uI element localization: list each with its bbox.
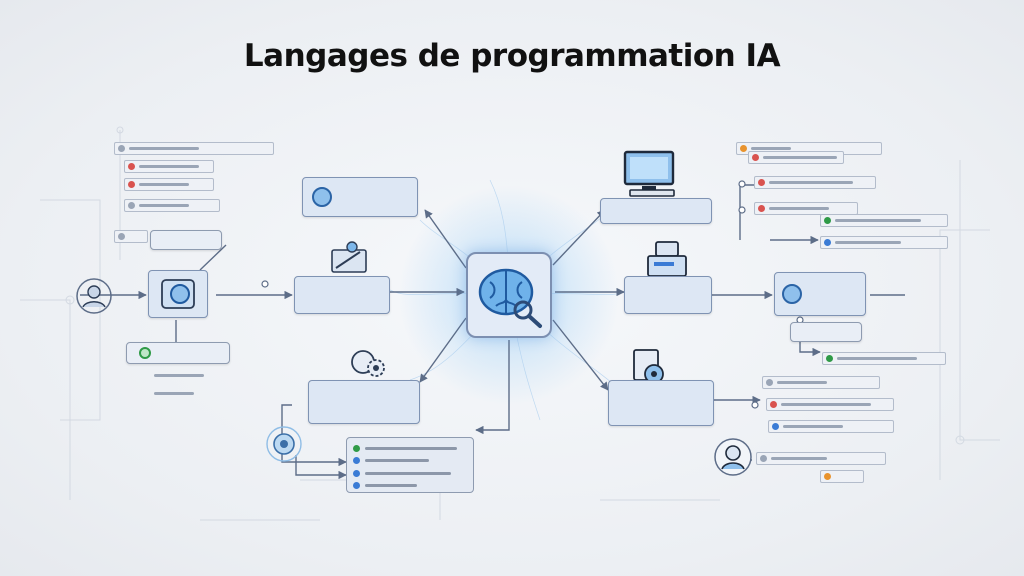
globe-icon bbox=[312, 187, 332, 207]
node-lower-left bbox=[308, 380, 420, 424]
list-item bbox=[353, 480, 467, 492]
node-far-left-bottom bbox=[126, 342, 230, 364]
diagram-title: Langages de programmation IA bbox=[243, 38, 781, 74]
bg-bar bbox=[822, 352, 946, 365]
globe-icon bbox=[782, 284, 802, 304]
bg-bar bbox=[820, 470, 864, 483]
gear-icon bbox=[351, 350, 385, 377]
node-far-right bbox=[774, 272, 866, 316]
folder-icon bbox=[331, 241, 367, 273]
chip-icon bbox=[161, 279, 195, 309]
bg-bar bbox=[124, 199, 220, 212]
brain-icon bbox=[478, 268, 542, 328]
node-right-center bbox=[624, 276, 712, 314]
avatar-icon bbox=[714, 438, 752, 476]
bg-bar bbox=[124, 160, 214, 173]
bg-bar bbox=[140, 388, 200, 401]
node-lower-right bbox=[608, 380, 714, 426]
node-left-center bbox=[294, 276, 390, 314]
server-icon bbox=[647, 241, 687, 277]
bg-bar bbox=[762, 376, 880, 389]
node-far-left-tag bbox=[150, 230, 222, 250]
node-top-right bbox=[600, 198, 712, 224]
list-item bbox=[353, 455, 467, 467]
list-item bbox=[353, 467, 467, 479]
bullet-list-box bbox=[346, 437, 474, 493]
bg-bar bbox=[140, 370, 210, 383]
monitor-icon bbox=[623, 150, 675, 197]
junction-nodes bbox=[261, 180, 804, 409]
target-icon bbox=[266, 426, 302, 462]
green-dot-icon bbox=[139, 347, 151, 359]
user-icon bbox=[76, 278, 112, 314]
bg-bar bbox=[820, 236, 948, 249]
node-far-right-tag bbox=[790, 322, 862, 342]
bg-bar bbox=[766, 398, 894, 411]
bg-bar bbox=[820, 214, 948, 227]
bg-bar bbox=[754, 202, 858, 215]
bg-bar bbox=[748, 151, 844, 164]
list-item bbox=[353, 442, 467, 454]
central-ai-hub bbox=[466, 252, 552, 338]
bg-bar bbox=[114, 230, 148, 243]
bg-bar bbox=[756, 452, 886, 465]
bg-bar bbox=[124, 178, 214, 191]
bg-bar bbox=[754, 176, 876, 189]
node-top-left-module bbox=[302, 177, 418, 217]
bg-bar bbox=[768, 420, 894, 433]
node-far-left-chip bbox=[148, 270, 208, 318]
bg-bar bbox=[114, 142, 274, 155]
